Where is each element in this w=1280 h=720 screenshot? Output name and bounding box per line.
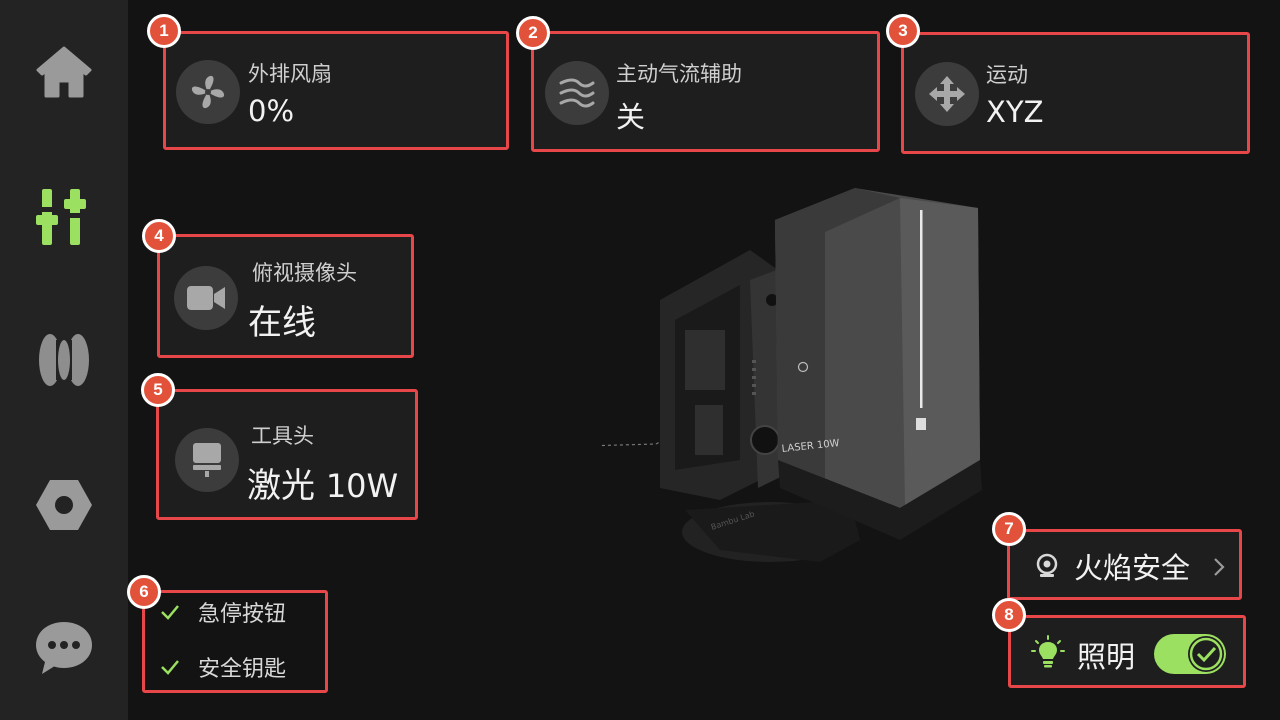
check-icon (161, 660, 179, 675)
nav-home[interactable] (0, 22, 128, 122)
safety-checklist (142, 590, 328, 693)
lightbulb-icon (1031, 635, 1065, 668)
motion-value: XYZ (986, 95, 1044, 129)
badge-6: 6 (127, 575, 161, 609)
lighting-toggle[interactable] (1154, 634, 1226, 674)
camera-value: 在线 (248, 303, 316, 343)
badge-7: 7 (992, 512, 1026, 546)
toolhead-type: 激光 (247, 466, 315, 506)
toolhead-power: 10W (325, 467, 399, 505)
move-arrows-icon (915, 62, 979, 126)
air-assist-card[interactable]: 主动气流辅助 关 (531, 31, 880, 152)
nav-messages[interactable] (0, 598, 128, 698)
camera-card[interactable]: 俯视摄像头 在线 (157, 234, 414, 358)
spool-icon (39, 334, 89, 386)
badge-3: 3 (886, 14, 920, 48)
checklist-label: 急停按钮 (198, 602, 287, 627)
exhaust-fan-card[interactable]: 外排风扇 0% (163, 31, 509, 150)
checklist-item-safety-key: 安全钥匙 (160, 651, 286, 683)
air-assist-value: 关 (616, 100, 646, 134)
laser-module-illustration: LASER 10W Bambu Lab (600, 188, 982, 562)
sliders-icon (36, 189, 86, 245)
exhaust-fan-label: 外排风扇 (248, 62, 332, 86)
sidebar (0, 0, 128, 720)
check-icon (161, 605, 179, 620)
exhaust-fan-value: 0% (248, 94, 295, 128)
checklist-label: 安全钥匙 (198, 657, 287, 682)
video-camera-icon (174, 266, 238, 330)
home-icon (36, 46, 92, 98)
flame-safety-button[interactable]: 火焰安全 (1007, 529, 1242, 600)
checklist-item-emergency-stop: 急停按钮 (160, 596, 286, 628)
lighting-control: 照明 (1008, 615, 1246, 688)
air-assist-label: 主动气流辅助 (616, 62, 742, 86)
nav-filament[interactable] (0, 310, 128, 410)
flame-safety-label: 火焰安全 (1074, 551, 1191, 585)
toolhead-value: 激光 10W (247, 458, 398, 507)
badge-4: 4 (142, 219, 176, 253)
badge-2: 2 (516, 16, 550, 50)
motion-label: 运动 (986, 63, 1028, 87)
airflow-icon (545, 61, 609, 125)
motion-card[interactable]: 运动 XYZ (901, 32, 1250, 154)
hex-nut-icon (36, 480, 92, 530)
badge-5: 5 (141, 373, 175, 407)
badge-8: 8 (992, 598, 1026, 632)
nav-settings[interactable] (0, 455, 128, 555)
toolhead-icon (175, 428, 239, 492)
nav-controls[interactable] (0, 165, 128, 265)
toolhead-card[interactable]: 工具头 激光 10W (156, 389, 418, 520)
chevron-right-icon (1214, 558, 1225, 576)
camera-label: 俯视摄像头 (252, 261, 357, 285)
lighting-label: 照明 (1077, 640, 1136, 674)
fan-icon (176, 60, 240, 124)
badge-1: 1 (147, 14, 181, 48)
toolhead-label: 工具头 (251, 424, 314, 448)
check-icon (1189, 637, 1223, 671)
flame-sensor-icon (1036, 553, 1058, 577)
chat-bubble-icon (36, 622, 92, 674)
toggle-knob (1188, 636, 1224, 672)
